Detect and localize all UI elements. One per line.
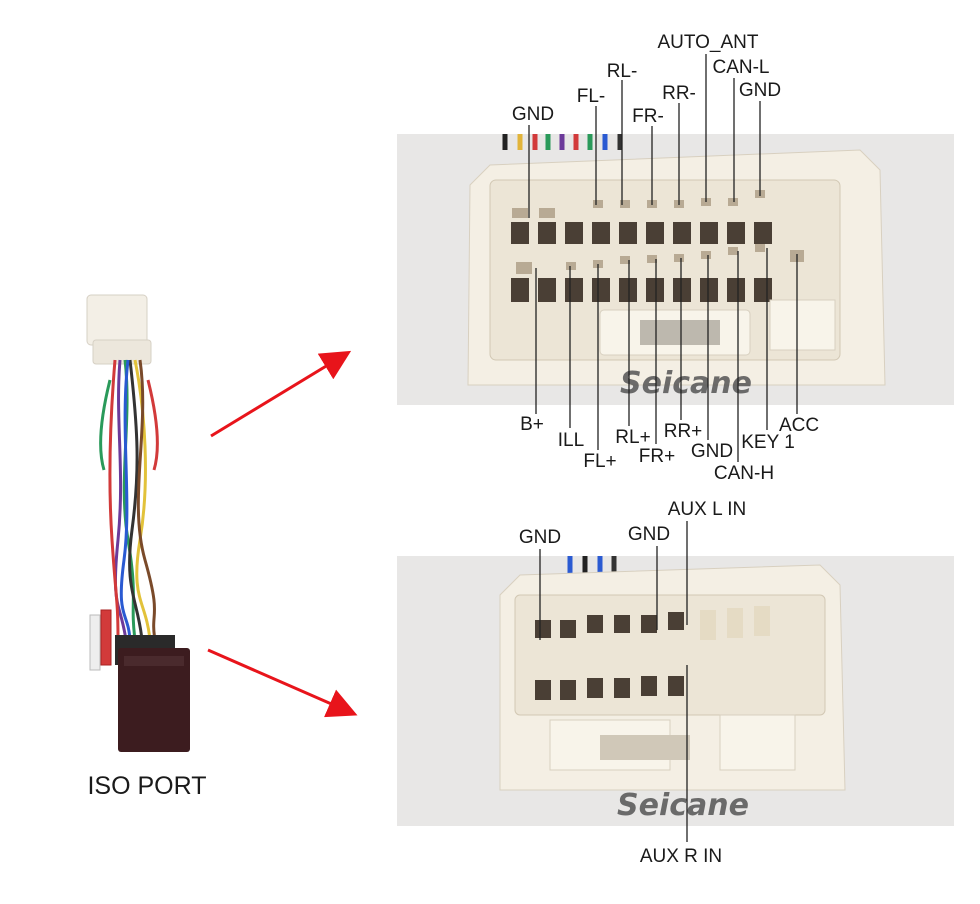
label-rl-plus: RL+ bbox=[615, 427, 650, 448]
label-key1: KEY 1 bbox=[741, 432, 795, 453]
brand-watermark-upper: Seicane bbox=[620, 366, 752, 401]
label-gnd-lower-left: GND bbox=[519, 527, 561, 548]
upper-arrow bbox=[210, 350, 352, 438]
upper-connector-photo bbox=[397, 134, 954, 405]
label-auto-ant: AUTO_ANT bbox=[657, 32, 758, 53]
wiring-harness-image bbox=[86, 294, 190, 752]
label-gnd-lower-mid: GND bbox=[628, 524, 670, 545]
label-can-l: CAN-L bbox=[712, 57, 769, 78]
label-aux-r-in: AUX R IN bbox=[640, 846, 722, 867]
label-can-h: CAN-H bbox=[714, 463, 774, 484]
lower-leader-lines bbox=[539, 521, 688, 842]
label-ill: ILL bbox=[558, 430, 584, 451]
label-fr-minus: FR- bbox=[632, 106, 664, 127]
label-rr-plus: RR+ bbox=[664, 421, 703, 442]
label-gnd-top-right: GND bbox=[739, 80, 781, 101]
lower-arrow bbox=[207, 648, 358, 718]
label-aux-l-in: AUX L IN bbox=[668, 499, 747, 520]
label-fl-plus: FL+ bbox=[583, 451, 616, 472]
label-fr-plus: FR+ bbox=[639, 446, 675, 467]
label-acc: ACC bbox=[779, 415, 819, 436]
label-rr-minus: RR- bbox=[662, 83, 696, 104]
lower-connector-photo bbox=[397, 556, 954, 826]
label-b-plus: B+ bbox=[520, 414, 544, 435]
label-rl-minus: RL- bbox=[607, 61, 638, 82]
iso-port-title: ISO PORT bbox=[87, 772, 206, 800]
label-fl-minus: FL- bbox=[577, 86, 606, 107]
label-gnd-top-left: GND bbox=[512, 104, 554, 125]
upper-leader-lines bbox=[528, 54, 798, 462]
brand-watermark-lower: Seicane bbox=[617, 788, 749, 823]
label-gnd-bottom: GND bbox=[691, 441, 733, 462]
